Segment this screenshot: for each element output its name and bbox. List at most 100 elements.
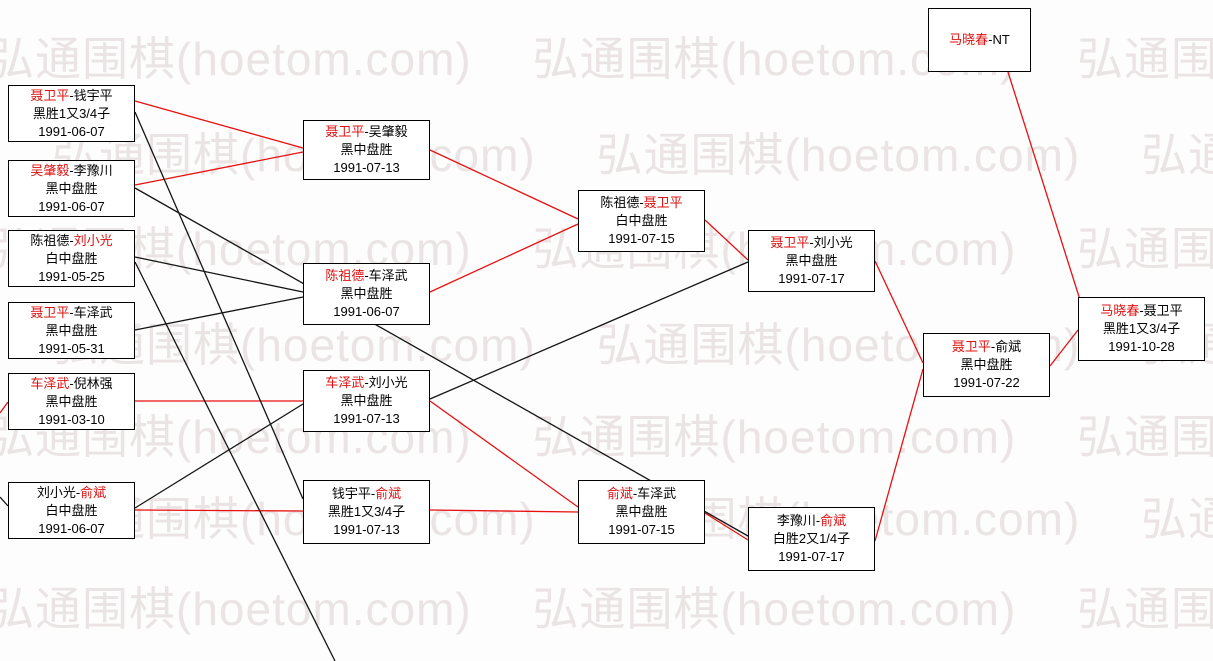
match-players: 车泽武-刘小光 xyxy=(325,374,407,392)
player-name-winner: 刘小光 xyxy=(73,232,113,248)
match-result: 黑中盘胜 xyxy=(45,393,98,409)
player-separator: - xyxy=(364,375,369,390)
player-path-line xyxy=(429,261,749,400)
player-separator: - xyxy=(69,375,74,391)
match-box-m2[interactable]: 吴肇毅-李豫川黑中盘胜 1991-06-07 xyxy=(8,160,135,217)
winner-path-line xyxy=(1007,71,1082,304)
player-name-loser: 陈祖德 xyxy=(600,195,640,210)
match-players: 李豫川-俞斌 xyxy=(777,512,846,530)
winner-path-line xyxy=(0,401,9,414)
player-name-winner: 车泽武 xyxy=(30,375,70,391)
player-name-loser: 车泽武 xyxy=(637,486,677,501)
match-players: 聂卫平-车泽武 xyxy=(30,304,112,322)
match-result: 白胜2又1/4子 xyxy=(772,531,851,546)
winner-path-line xyxy=(134,151,304,186)
player-name-winner: 马晓春 xyxy=(1100,303,1140,318)
match-players: 钱宇平-俞斌 xyxy=(332,485,401,503)
match-result: 黑胜1又3/4子 xyxy=(32,105,111,121)
player-separator: - xyxy=(69,87,74,103)
player-name-loser: 车泽武 xyxy=(368,268,408,283)
match-players: 马晓春-聂卫平 xyxy=(1100,302,1182,320)
match-result: 黑中盘胜 xyxy=(340,393,393,408)
player-separator: - xyxy=(809,235,814,250)
player-name-loser: 吴肇毅 xyxy=(368,124,408,139)
player-name-winner: 马晓春 xyxy=(949,32,989,47)
winner-path-line xyxy=(134,100,304,149)
player-separator: - xyxy=(69,232,74,248)
player-name-winner: 俞斌 xyxy=(80,484,107,500)
match-box-m5[interactable]: 车泽武-倪林强黑中盘胜 1991-03-10 xyxy=(8,373,135,430)
player-name-winner: 聂卫平 xyxy=(325,124,365,139)
match-result: 白中盘胜 xyxy=(615,213,668,228)
player-name-winner: 吴肇毅 xyxy=(30,162,70,178)
player-name-winner: 俞斌 xyxy=(375,486,402,501)
player-path-line xyxy=(0,496,9,507)
match-result: 白中盘胜 xyxy=(45,250,98,266)
match-players: 车泽武-倪林强 xyxy=(30,375,112,393)
player-name-winner: 车泽武 xyxy=(325,375,365,390)
player-name-loser: 刘小光 xyxy=(813,235,853,250)
match-players: 聂卫平-俞斌 xyxy=(952,338,1021,356)
match-date: 1991-07-15 xyxy=(608,231,675,246)
match-box-m16[interactable]: 马晓春-NT xyxy=(928,8,1031,72)
match-date: 1991-05-31 xyxy=(38,340,105,356)
winner-path-line xyxy=(704,512,749,541)
player-path-line xyxy=(134,403,304,509)
match-players: 刘小光-俞斌 xyxy=(37,484,106,502)
match-date: 1991-03-10 xyxy=(38,411,105,427)
player-name-winner: 俞斌 xyxy=(606,486,633,501)
match-date: 1991-07-15 xyxy=(608,522,675,537)
watermark-text: 弘通围棋(hoetom.com) 弘通围棋(hoetom.com) 弘通围棋(h… xyxy=(52,129,1213,181)
player-name-loser: 钱宇平 xyxy=(73,87,113,103)
match-players: 聂卫平-钱宇平 xyxy=(30,87,112,105)
match-result: 黑中盘胜 xyxy=(340,142,393,157)
player-name-winner: 聂卫平 xyxy=(30,304,70,320)
player-name-loser: 聂卫平 xyxy=(1143,303,1183,318)
watermark-text: 弘通围棋(hoetom.com) 弘通围棋(hoetom.com) 弘通围棋(h… xyxy=(0,583,1213,635)
match-date: 1991-07-13 xyxy=(333,411,400,426)
player-name-loser: 陈祖德 xyxy=(30,232,70,248)
player-separator: - xyxy=(815,513,821,528)
player-name-loser: NT xyxy=(992,32,1010,47)
player-separator: - xyxy=(364,268,369,283)
winner-path-line xyxy=(1049,329,1079,367)
winner-path-line xyxy=(874,368,924,542)
winner-path-line xyxy=(429,223,579,293)
match-date: 1991-06-07 xyxy=(333,304,400,319)
player-name-winner: 陈祖德 xyxy=(325,268,365,283)
match-date: 1991-07-13 xyxy=(333,522,400,537)
match-result: 黑中盘胜 xyxy=(785,253,838,268)
match-box-m9[interactable]: 车泽武-刘小光黑中盘胜 1991-07-13 xyxy=(303,370,430,432)
player-name-loser: 钱宇平 xyxy=(331,486,371,501)
player-separator: - xyxy=(990,339,996,354)
match-date: 1991-06-07 xyxy=(38,198,105,214)
player-name-winner: 聂卫平 xyxy=(951,339,991,354)
player-name-winner: 俞斌 xyxy=(820,513,847,528)
player-path-line xyxy=(134,111,304,500)
winner-path-line xyxy=(429,400,579,508)
player-path-line xyxy=(134,256,304,293)
match-players: 俞斌-车泽武 xyxy=(607,485,676,503)
match-result: 黑中盘胜 xyxy=(45,180,98,196)
player-name-loser: 李豫川 xyxy=(73,162,113,178)
player-name-loser: 俞斌 xyxy=(995,339,1022,354)
match-players: 吴肇毅-李豫川 xyxy=(30,162,112,180)
player-path-line xyxy=(134,261,336,661)
player-name-winner: 聂卫平 xyxy=(30,87,70,103)
winner-path-line xyxy=(429,509,579,513)
